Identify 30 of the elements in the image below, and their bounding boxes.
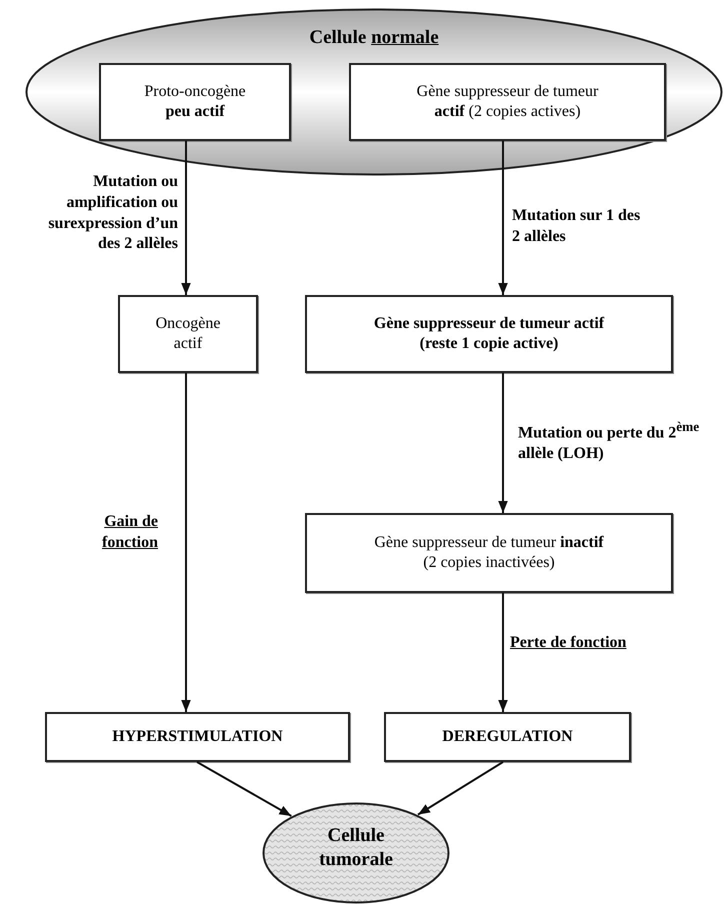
process-box (99, 63, 291, 141)
node-text: Gène suppresseur de tumeur actif (reste 1 copie active) (372, 314, 606, 354)
node-text: Oncogène actif (154, 314, 222, 354)
edge-label: Gain de fonction (101, 512, 158, 553)
arrow (181, 141, 191, 295)
outcome-box (45, 712, 350, 762)
node-text: Cellule tumorale (318, 824, 394, 872)
process-box (349, 63, 666, 141)
arrow (181, 373, 191, 712)
node-text: Gène suppresseur de tumeur inactif (2 copies inactivées) (373, 533, 605, 573)
process-box (305, 513, 673, 593)
cell-ellipse (262, 802, 450, 904)
arrow (196, 761, 292, 817)
node-text: Gène suppresseur de tumeur actif (2 copies actives) (416, 82, 600, 122)
arrow (498, 593, 508, 712)
arrow (498, 141, 508, 295)
node-text: DEREGULATION (441, 727, 574, 747)
edge-label: Mutation ou amplification ou surexpression d’un des 2 allèles (47, 172, 178, 254)
node-text: Proto-oncogène peu actif (143, 82, 247, 122)
arrow (417, 761, 504, 816)
process-box (305, 295, 673, 373)
edge-label: Perte de fonction (510, 633, 628, 653)
arrow (498, 373, 508, 513)
edge-label: Mutation sur 1 des 2 allèles (512, 206, 642, 247)
cell-ellipse (25, 8, 723, 176)
outcome-box (384, 712, 631, 762)
edge-label: Mutation ou perte du 2$^{ème}$ allèle (LOH) (518, 418, 700, 464)
node-text: Cellule normale (308, 26, 440, 50)
process-box (118, 295, 258, 373)
node-text: HYPERSTIMULATION (111, 727, 284, 747)
